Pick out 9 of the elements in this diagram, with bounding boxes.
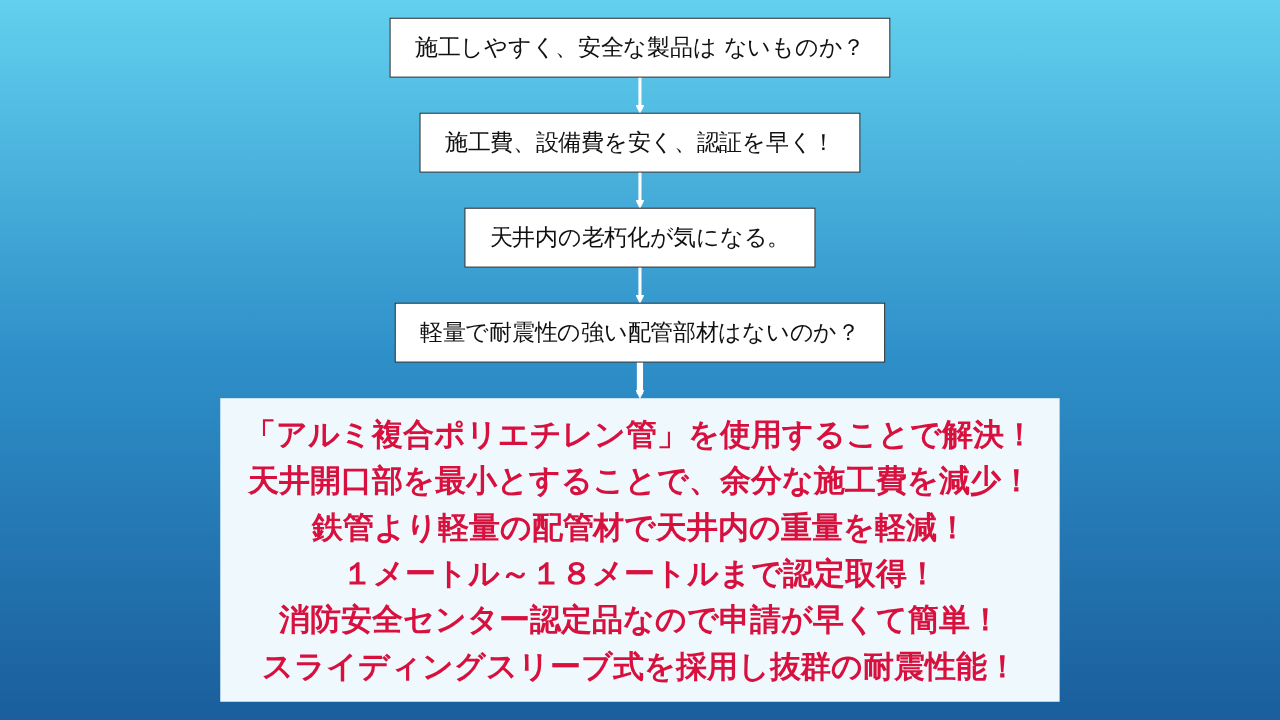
node-box: 施工しやすく、安全な製品は ないものか？ — [389, 17, 891, 78]
node-box: 天井内の老朽化が気になる。 — [464, 207, 816, 268]
node-box: 軽量で耐震性の強い配管部材はないのか？ — [394, 302, 886, 363]
arrow — [635, 267, 645, 304]
arrow — [635, 77, 645, 114]
arrow — [635, 172, 645, 209]
arrow — [635, 362, 645, 399]
node-box: 「アルミ複合ポリエチレン管」を使用することで解決！ 天井開口部を最小とすることで、余分な施工費を減少！ 鉄管より軽量の配管材で天井内の重量を軽減！ １メートル～１８メートルまで認定取得！ 消防安全センター認定品なので申請が早くて簡単！ スライディングスリーブ式を採用し抜群の耐震性能！ — [220, 398, 1060, 702]
node-box: 施工費、設備費を安く、認証を早く！ — [419, 112, 861, 173]
